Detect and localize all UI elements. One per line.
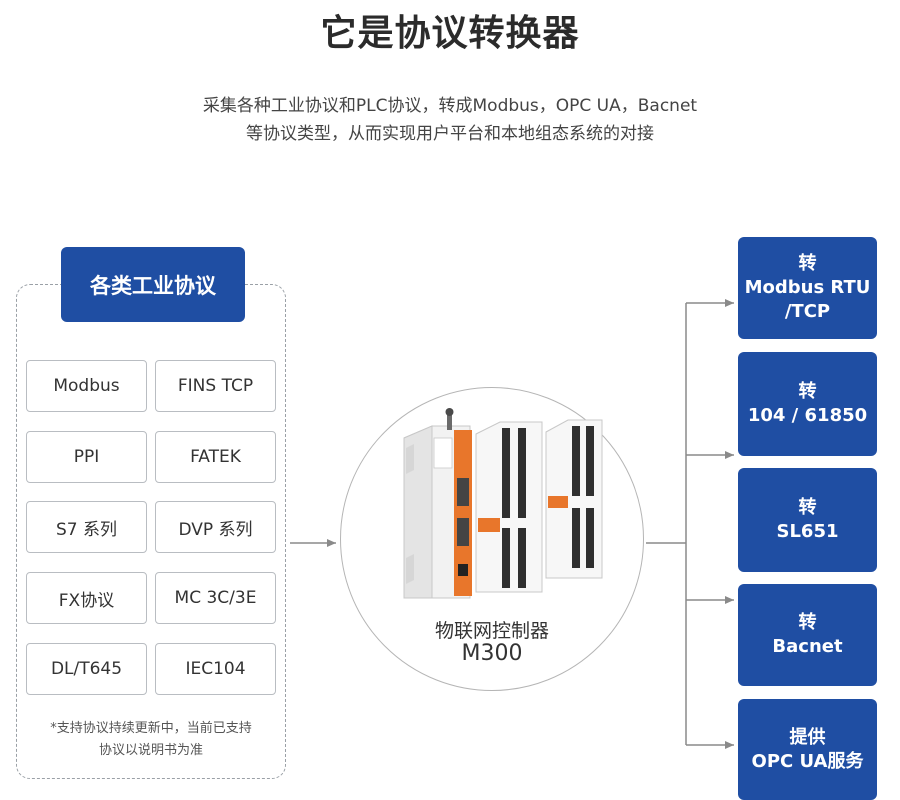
protocol-item: DL/T645 xyxy=(26,643,147,695)
subtitle-line-2: 等协议类型，从而实现用户平台和本地组态系统的对接 xyxy=(246,124,654,144)
output-prefix: 转 xyxy=(798,612,817,633)
output-label: 104 / 61850 xyxy=(747,405,868,426)
protocol-item: FATEK xyxy=(155,431,276,483)
protocol-item: FX协议 xyxy=(26,572,147,624)
output-iec-box: 转 104 / 61850 xyxy=(738,352,877,456)
output-prefix: 转 xyxy=(798,381,817,402)
note-line-1: *支持协议持续更新中，当前已支持 xyxy=(50,721,252,736)
protocol-item: PPI xyxy=(26,431,147,483)
output-prefix: 转 xyxy=(798,497,817,518)
output-sl651-box: 转 SL651 xyxy=(738,468,877,572)
output-label: SL651 xyxy=(776,521,839,542)
page-title: 它是协议转换器 xyxy=(320,13,580,54)
note-line-2: 协议以说明书为准 xyxy=(98,743,203,758)
output-prefix: 提供 xyxy=(789,726,826,748)
controller-device-image xyxy=(403,408,603,599)
output-prefix: 转 xyxy=(798,253,817,274)
subtitle-line-1: 采集各种工业协议和PLC协议，转成Modbus，OPC UA，Bacnet xyxy=(202,96,698,116)
output-bacnet-box: 转 Bacnet xyxy=(738,584,877,686)
output-modbus-box: 转 Modbus RTU /TCP xyxy=(738,237,877,339)
protocol-item: DVP 系列 xyxy=(155,501,276,553)
device-model: M300 xyxy=(461,641,523,666)
protocol-item: MC 3C/3E xyxy=(155,572,276,624)
page-subtitle: 采集各种工业协议和PLC协议，转成Modbus，OPC UA，Bacnet 等协… xyxy=(0,92,900,148)
output-label-extra: /TCP xyxy=(784,301,831,322)
protocol-item: IEC104 xyxy=(155,643,276,695)
protocol-item: FINS TCP xyxy=(155,360,276,412)
output-label: Modbus RTU xyxy=(744,277,871,298)
protocol-group-header: 各类工业协议 xyxy=(61,247,245,322)
protocol-item: Modbus xyxy=(26,360,147,412)
protocol-item: S7 系列 xyxy=(26,501,147,553)
output-opcua-box: 提供 OPC UA服务 xyxy=(738,699,877,800)
device-name: 物联网控制器 xyxy=(434,620,549,642)
output-label: Bacnet xyxy=(772,636,843,657)
output-label: OPC UA服务 xyxy=(751,750,864,772)
protocol-support-note: *支持协议持续更新中，当前已支持 协议以说明书为准 xyxy=(26,718,276,762)
